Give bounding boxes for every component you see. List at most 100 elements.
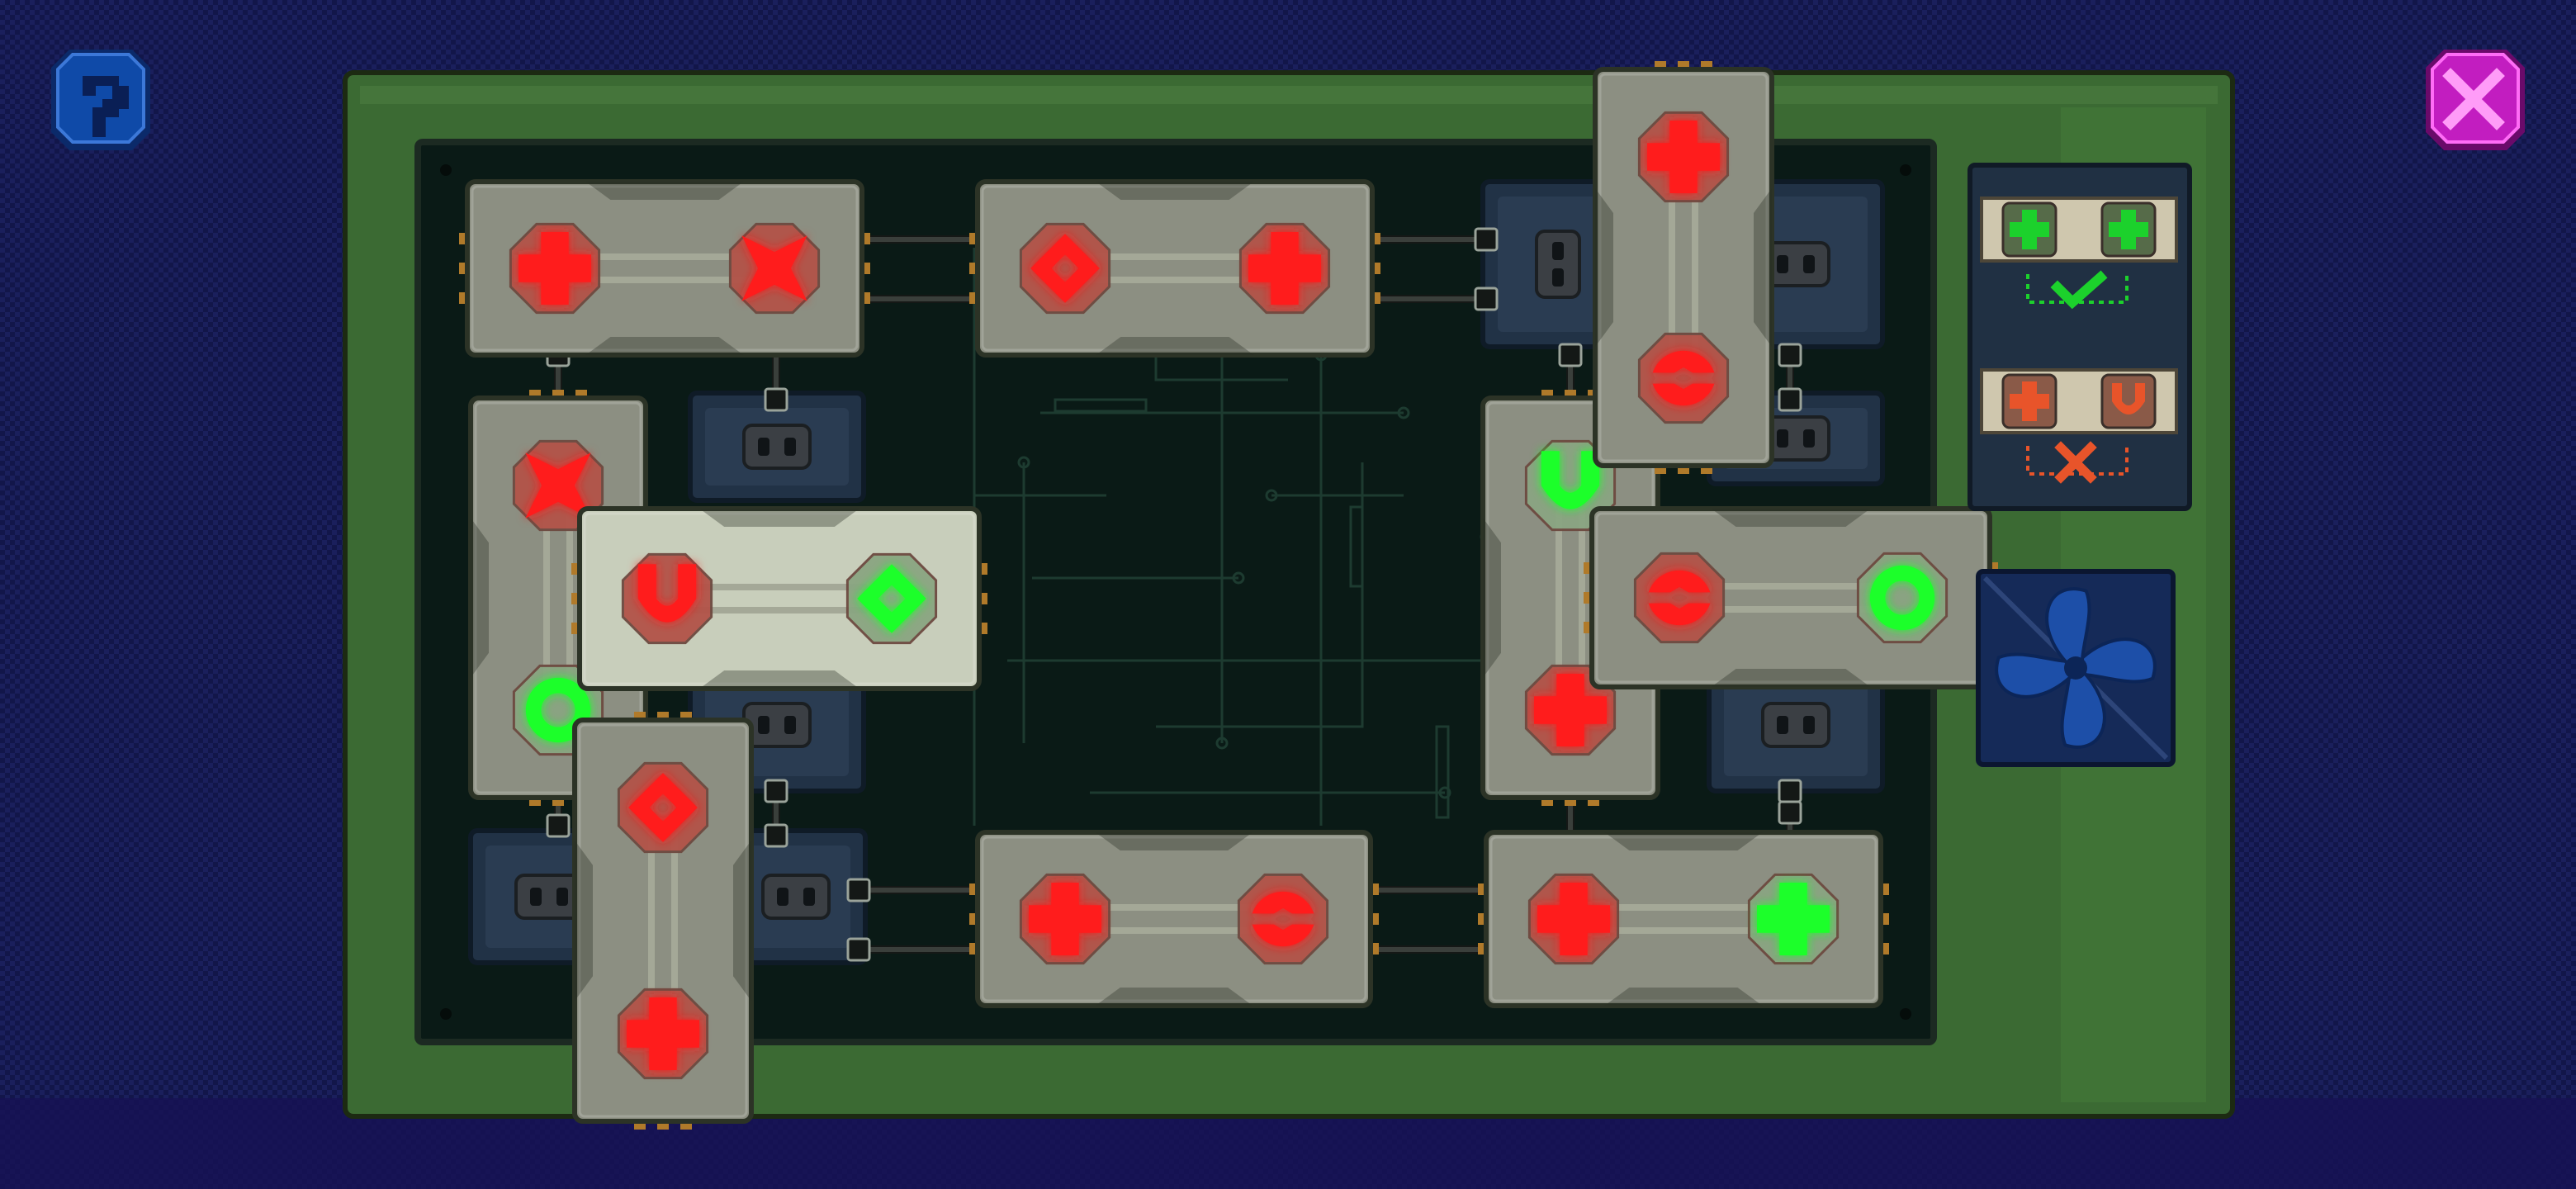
legend-chip	[2100, 373, 2157, 429]
connector-wire	[858, 945, 978, 954]
connector-terminal	[1778, 343, 1802, 367]
node-symbol-pinch-red	[1652, 350, 1715, 406]
connector-terminal	[1558, 343, 1583, 367]
connector-terminal	[1778, 779, 1802, 803]
module-rail	[1702, 606, 1879, 613]
node-symbol-pinch-red	[1648, 570, 1711, 626]
module-top-middle[interactable]	[969, 179, 1380, 358]
board-frame-highlight	[360, 86, 2218, 104]
module-notch	[1096, 182, 1254, 200]
module-notch	[1604, 832, 1763, 850]
node-symbol-plus-red	[519, 232, 591, 305]
module-bevel	[981, 836, 1367, 1002]
module-right-horizontal[interactable]	[1584, 506, 1998, 689]
fan-hub	[2064, 656, 2087, 680]
node-pad	[1637, 332, 1730, 424]
node-pad	[1237, 873, 1329, 965]
module-bevel	[578, 723, 748, 1118]
circuit-via	[1397, 406, 1410, 419]
module-top-left[interactable]	[459, 179, 870, 358]
board-screw	[1900, 1008, 1911, 1020]
cooling-fan-icon	[1976, 569, 2176, 767]
module-notch	[1754, 188, 1772, 347]
node-symbol-x-red	[741, 235, 807, 301]
module-top-right-vertical[interactable]	[1593, 61, 1774, 474]
module-rail	[1692, 180, 1698, 355]
check-icon	[2050, 270, 2108, 310]
help-button[interactable]	[51, 50, 150, 150]
legend-bracket	[2026, 446, 2129, 476]
legend-rule	[1980, 368, 2178, 484]
close-button[interactable]	[2426, 50, 2525, 150]
connector-terminal	[1474, 227, 1499, 252]
legend-symbol-horseshoe	[2112, 383, 2145, 414]
module-bevel	[981, 185, 1369, 352]
fan-blade	[2060, 663, 2106, 749]
legend-bracket	[2026, 274, 2129, 304]
circuit-via	[1017, 456, 1030, 469]
connector-terminal	[846, 878, 871, 902]
connector-terminal	[764, 387, 788, 412]
node-symbol-plus-red	[1537, 883, 1610, 955]
node-symbol-plus-green	[1757, 883, 1830, 955]
module-rail	[1087, 253, 1262, 260]
module-bottom-right[interactable]	[1478, 830, 1889, 1008]
module-rail	[1087, 927, 1261, 934]
circuit-via	[1215, 737, 1229, 750]
module-rail	[1596, 904, 1771, 911]
module-bottom-middle[interactable]	[969, 830, 1379, 1008]
connector-terminal	[764, 779, 788, 803]
module-rail	[1556, 509, 1562, 686]
node-symbol-x-red	[525, 452, 591, 519]
circuit-chip	[1349, 505, 1364, 588]
question-mark-icon	[83, 76, 129, 137]
module-bevel	[1598, 73, 1769, 462]
legend-symbol-plus	[2109, 210, 2148, 249]
connector-terminal	[546, 813, 571, 838]
legend-symbol-plus	[2010, 381, 2049, 421]
module-rail	[543, 509, 550, 686]
module-bottom-left-vertical[interactable]	[572, 712, 754, 1130]
module-notch	[1711, 509, 1871, 527]
module-rail	[1087, 904, 1261, 911]
fan-blade	[2045, 587, 2091, 673]
module-held-horizontal[interactable]	[571, 506, 987, 691]
connector-wire	[1370, 295, 1487, 303]
empty-socket	[688, 391, 866, 503]
module-notch	[733, 840, 751, 1002]
module-left-vertical[interactable]	[468, 390, 648, 806]
legend-rule	[1980, 197, 2178, 310]
module-notch	[699, 670, 859, 689]
connector-wire	[858, 886, 978, 894]
node-pad	[845, 552, 938, 645]
empty-socket	[1707, 656, 1885, 793]
module-notch	[1595, 188, 1613, 347]
module-notch	[575, 840, 593, 1002]
module-rail	[671, 832, 678, 1009]
module-notch	[1095, 832, 1253, 850]
module-notch	[1095, 988, 1253, 1006]
connector-terminal	[1778, 800, 1802, 825]
module-bevel	[583, 512, 976, 685]
module-bevel	[471, 185, 859, 352]
cross-icon	[2054, 441, 2097, 484]
module-notch	[471, 518, 489, 678]
node-symbol-plus-red	[627, 997, 699, 1070]
module-rail	[1702, 583, 1879, 590]
close-x-icon	[2442, 68, 2505, 130]
connector-wire	[772, 354, 780, 394]
module-rail	[1669, 180, 1675, 355]
node-symbol-plus-red	[1029, 883, 1101, 955]
node-symbol-horseshoe-green	[1541, 451, 1600, 509]
module-notch	[1483, 518, 1501, 678]
module-rail	[691, 607, 868, 613]
module-links	[546, 227, 1802, 962]
module-rail	[691, 584, 868, 590]
node-symbol-diamond-green	[857, 564, 926, 633]
fan-blade	[1995, 652, 2081, 699]
module-rail	[566, 509, 573, 686]
connector-wire	[863, 295, 978, 303]
node-pad	[621, 552, 713, 645]
